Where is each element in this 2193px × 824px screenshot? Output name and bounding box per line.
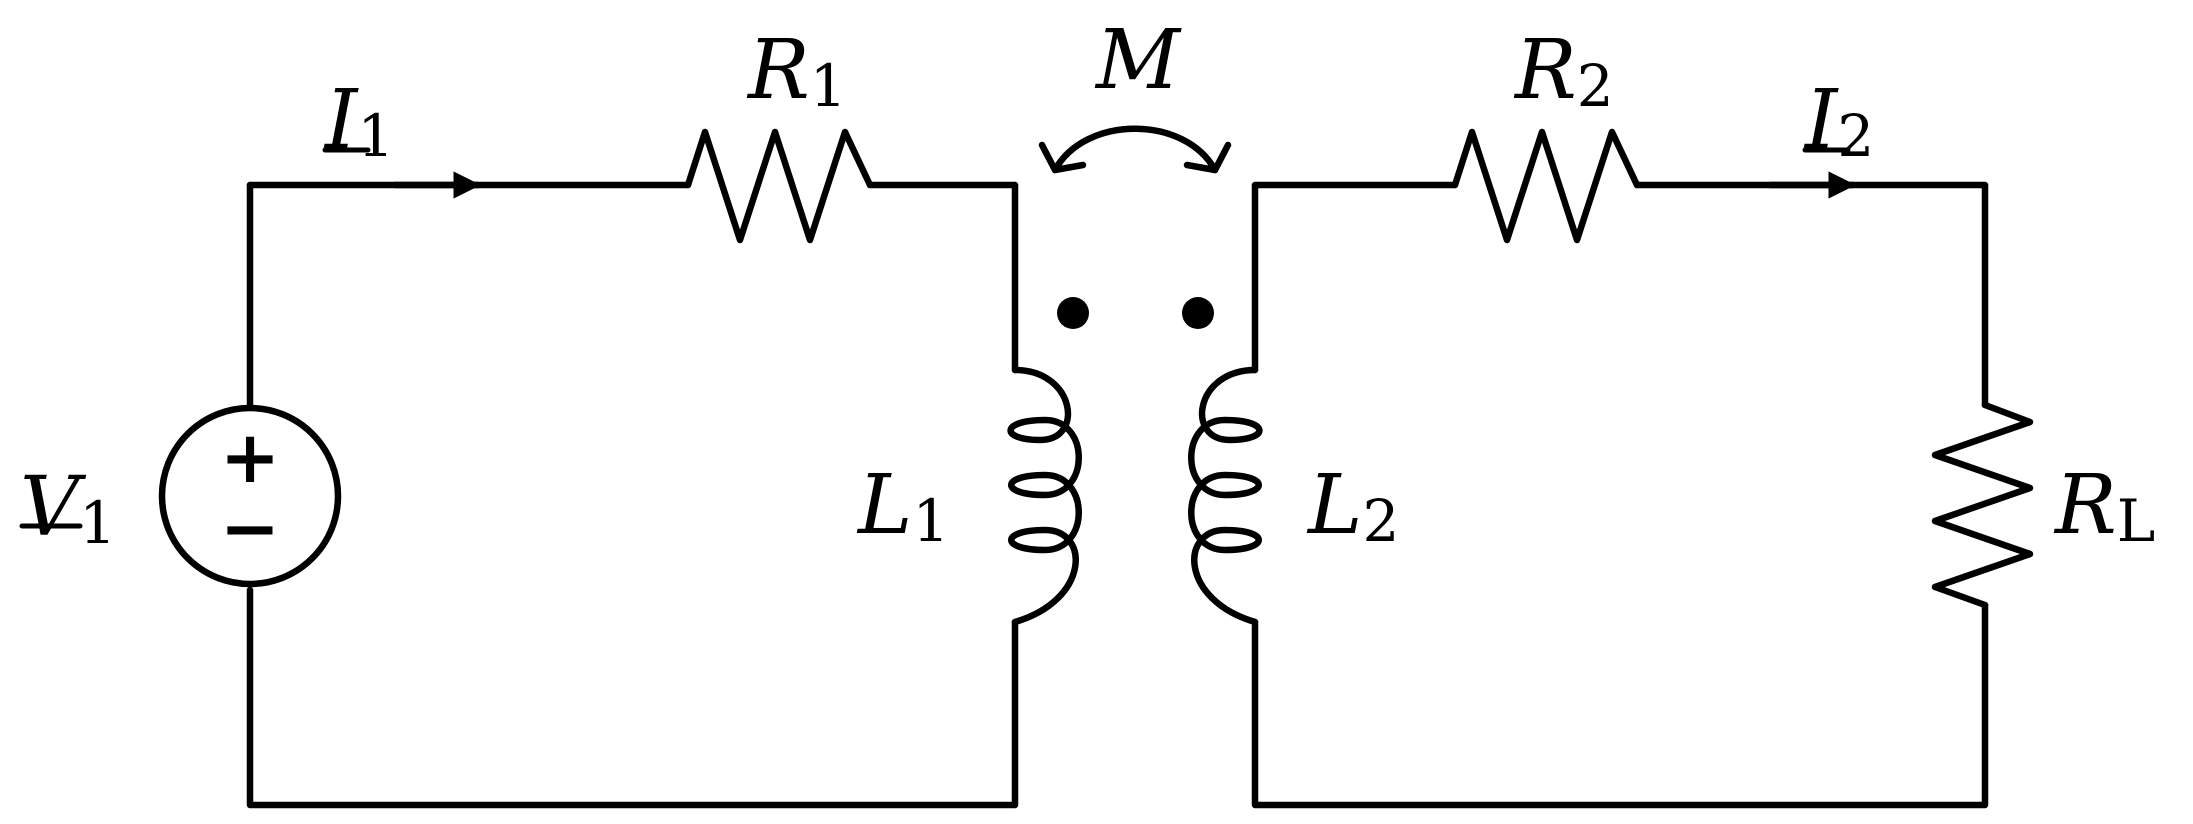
label-l1: L1 bbox=[856, 458, 949, 555]
label-r1: R1 bbox=[746, 23, 847, 120]
resistor-rl bbox=[1931, 401, 2034, 609]
label-r1-main: R bbox=[746, 23, 810, 118]
label-m: M bbox=[1094, 13, 1182, 108]
dot-marker-l1 bbox=[1057, 297, 1089, 329]
label-l1-sub: 1 bbox=[912, 487, 949, 555]
label-l2: L2 bbox=[1306, 458, 1399, 555]
label-rl-main: R bbox=[2053, 458, 2117, 553]
label-l2-main: L bbox=[1306, 458, 1362, 553]
resistor-r2 bbox=[1451, 128, 1641, 244]
label-i1-main: I bbox=[323, 73, 359, 168]
dot-marker-l2 bbox=[1182, 297, 1214, 329]
secondary-wire-right-bottom bbox=[1251, 601, 1989, 809]
label-rl-sub: L bbox=[2117, 487, 2156, 555]
label-i1: I1 bbox=[323, 73, 394, 170]
label-i2: I2 bbox=[1803, 73, 1874, 170]
label-i2-sub: 2 bbox=[1837, 102, 1874, 170]
label-l2-sub: 2 bbox=[1362, 487, 1399, 555]
label-i2-main: I bbox=[1803, 73, 1839, 168]
label-r2-main: R bbox=[1513, 23, 1577, 118]
label-r2: R2 bbox=[1513, 23, 1614, 120]
secondary-wire-top-right bbox=[1633, 181, 1989, 409]
label-rl: RL bbox=[2053, 458, 2155, 555]
label-r2-sub: 2 bbox=[1577, 52, 1614, 120]
label-v1-main: V bbox=[20, 460, 87, 555]
primary-wire-right-bottom bbox=[246, 586, 1019, 809]
source-minus-sign: − bbox=[220, 485, 280, 570]
mutual-coupling-arc bbox=[1051, 125, 1219, 174]
secondary-wire-left-top bbox=[1251, 181, 1459, 374]
label-v1: V1 bbox=[20, 460, 116, 557]
primary-wire-top-right bbox=[866, 181, 1019, 374]
source-plus-sign: + bbox=[220, 414, 280, 499]
mutual-arrowhead-right bbox=[1183, 141, 1232, 174]
label-i1-sub: 1 bbox=[357, 102, 394, 170]
label-l1-main: L bbox=[856, 458, 912, 553]
resistor-r1 bbox=[684, 128, 874, 244]
inductor-l1 bbox=[1007, 366, 1082, 626]
label-r1-sub: 1 bbox=[810, 52, 847, 120]
inductor-l2 bbox=[1188, 366, 1263, 626]
mutual-arrowhead-left bbox=[1038, 141, 1087, 174]
label-v1-sub: 1 bbox=[79, 489, 116, 557]
